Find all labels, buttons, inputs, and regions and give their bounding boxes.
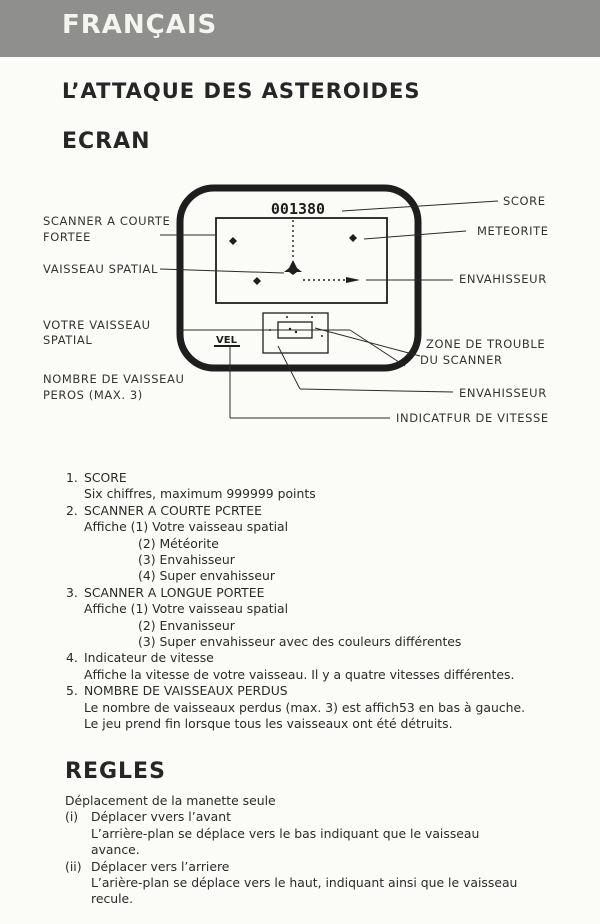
score-box: [258, 201, 338, 215]
rule-desc: recule.: [91, 891, 134, 907]
label-scanner-short-2: FORTEE: [43, 230, 91, 244]
rule-desc: L’arière-plan se déplace vers le haut, i…: [91, 875, 518, 891]
list-item: Le jeu prend fin lorsque tous les vaisse…: [84, 716, 453, 732]
invader-icon: [346, 277, 360, 283]
banner-title: FRANÇAIS: [62, 10, 218, 40]
diagram-drawing: 001380 VEL: [159, 184, 499, 419]
language-banner: FRANÇAIS: [0, 0, 600, 57]
feature-list: 1.SCORE Six chiffres, maximum 999999 poi…: [66, 470, 586, 733]
score-value: 001380: [271, 200, 325, 218]
rule-item: (ii)Déplacer vers l’arriere: [65, 858, 230, 874]
list-item: (4) Super envahisseur: [138, 568, 275, 584]
rules-intro: Déplacement de la manette seule: [65, 793, 276, 808]
meteorite-icon: [253, 277, 261, 285]
label-envahisseur-top: ENVAHISSEUR: [459, 272, 547, 286]
rule-desc: L’arrière-plan se déplace vers le bas in…: [91, 825, 480, 841]
meteorite-icon: [229, 237, 237, 245]
screen-diagram: 001380 VEL: [0, 180, 600, 435]
list-item: 5.NOMBRE DE VAISSEAUX PERDUS: [66, 683, 288, 699]
list-item: Le nombre de vaisseaux perdus (max. 3) e…: [84, 699, 526, 715]
section-heading-ecran: ECRAN: [62, 129, 151, 154]
list-item: 4.Indicateur de vitesse: [66, 650, 214, 666]
rule-desc: avance.: [91, 842, 140, 858]
list-item: Affiche la vitesse de votre vaisseau. Il…: [84, 666, 515, 682]
list-item: 3.SCANNER A LONGUE PORTEE: [66, 584, 265, 600]
meteorite-icon: [349, 234, 357, 242]
label-votre-1: VOTRE VAISSEAU: [43, 318, 151, 332]
vel-indicator: VEL: [216, 335, 238, 346]
label-vaisseau-spatial: VAISSEAU SPATIAL: [43, 262, 158, 276]
spaceship-icon: [284, 260, 302, 275]
section-heading-regles: REGLES: [65, 759, 166, 784]
label-score: SCORE: [503, 194, 546, 208]
list-item: 1.SCORE: [66, 470, 127, 485]
label-indicateur: INDICATFUR DE VITESSE: [396, 411, 549, 425]
list-item: Affiche (1) Votre vaisseau spatial: [84, 519, 289, 535]
label-votre-2: SPATIAL: [43, 333, 93, 347]
long-range-scanner: [262, 312, 329, 354]
label-scanner-short-1: SCANNER A COURTE: [43, 214, 171, 228]
label-nombre-1: NOMBRE DE VAISSEAU: [43, 372, 185, 386]
list-item: 2.SCANNER A COURTE PCRTEE: [66, 502, 262, 518]
list-item: (2) Météorite: [138, 535, 219, 551]
list-item: Affiche (1) Votre vaisseau spatial: [84, 601, 289, 617]
label-nombre-2: PEROS (MAX. 3): [43, 388, 143, 402]
label-meteorite: METEORITE: [477, 224, 549, 238]
rule-item: (i)Déplacer vvers l’avant: [65, 809, 231, 825]
tv-frame: [176, 184, 422, 372]
list-item: (3) Super envahisseur avec des couleurs …: [138, 634, 462, 650]
rules-section: Déplacement de la manette seule (i)Dépla…: [65, 793, 585, 908]
list-item: (2) Envanisseur: [138, 617, 235, 633]
label-zone-1: ZONE DE TROUBLE: [426, 337, 546, 351]
list-item: (3) Envahisseur: [138, 552, 235, 568]
page-title: L’ATTAQUE DES ASTEROIDES: [62, 79, 421, 103]
label-zone-2: DU SCANNER: [420, 353, 503, 367]
short-range-scanner: [215, 217, 388, 304]
label-envahisseur-bottom: ENVAHISSEUR: [459, 386, 547, 400]
list-item: Six chiffres, maximum 999999 points: [84, 486, 316, 502]
